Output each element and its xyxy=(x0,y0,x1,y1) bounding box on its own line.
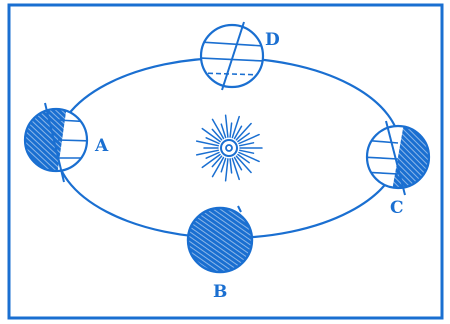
label-d: D xyxy=(265,30,280,50)
label-c: C xyxy=(390,198,404,218)
sun-ray xyxy=(226,115,228,137)
sun-ray xyxy=(232,159,239,180)
sun-ray xyxy=(212,129,221,139)
earth-position-c xyxy=(362,116,445,206)
sun-ray xyxy=(240,143,254,146)
sun-ray xyxy=(232,117,239,138)
sun-ray xyxy=(230,159,232,173)
label-b: B xyxy=(213,282,227,302)
sun-ray xyxy=(226,159,228,181)
sun-body xyxy=(221,140,237,156)
sun-icon xyxy=(197,115,262,181)
earth-position-a xyxy=(15,95,92,182)
sun-ray xyxy=(212,156,221,166)
earth-position-b xyxy=(188,206,252,272)
earth-position-d xyxy=(200,22,264,90)
sun-ray xyxy=(240,150,254,153)
label-a: A xyxy=(94,136,109,156)
sun-ray xyxy=(230,123,232,137)
